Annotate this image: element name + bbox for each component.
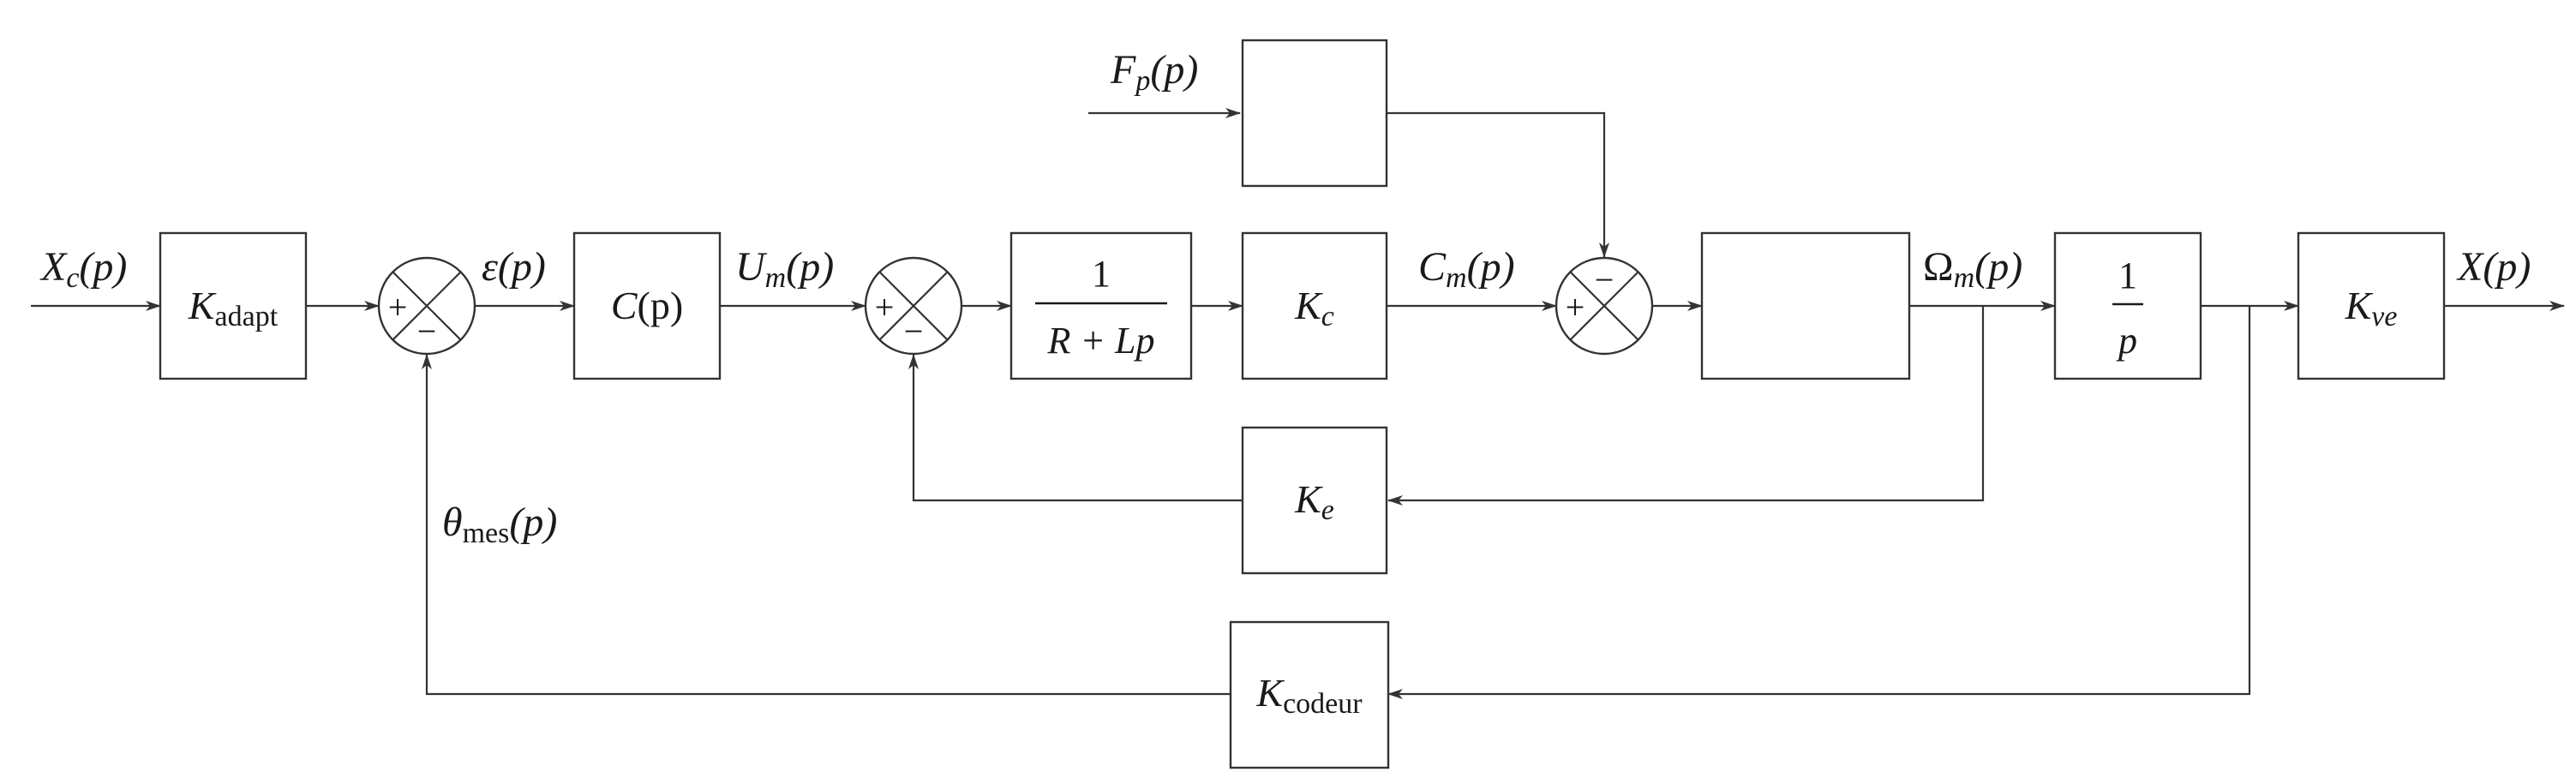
- sum2-minus-sign: −: [904, 312, 924, 350]
- block-electrical: 1 R + Lp: [1009, 231, 1193, 380]
- kadapt-symbol: K: [188, 284, 217, 327]
- ke-symbol: K: [1294, 477, 1323, 521]
- kve-subscript: ve: [2371, 301, 2397, 332]
- signal-label-um: Um(p): [735, 244, 834, 294]
- kadapt-subscript: adapt: [215, 301, 279, 332]
- wire-omega-ke: [1387, 306, 1985, 506]
- block-kve: Kve: [2297, 231, 2446, 380]
- integrator-numerator: 1: [2118, 254, 2137, 296]
- signal-label-fp: Fp(p): [1110, 47, 1198, 97]
- summing-junction-3: + −: [1555, 256, 1654, 356]
- wire-x-kcodeur: [1387, 306, 2251, 699]
- svg-text:C(p): C(p): [611, 284, 683, 327]
- summing-junction-1: + −: [377, 256, 476, 356]
- signal-label-theta-mes: θmes(p): [442, 500, 557, 549]
- signal-label-cm: Cm(p): [1418, 244, 1515, 294]
- svg-text:Kc: Kc: [1294, 284, 1334, 332]
- electrical-numerator: 1: [1092, 253, 1111, 295]
- cp-symbol: C: [611, 284, 638, 327]
- kcodeur-subscript: codeur: [1283, 688, 1363, 720]
- signal-label-x: X(p): [2456, 244, 2531, 290]
- kcodeur-symbol: K: [1255, 671, 1285, 715]
- wire-fp-s3: [1387, 111, 1609, 258]
- cp-argument: (p): [638, 284, 684, 327]
- sum3-plus-sign: +: [1566, 288, 1585, 326]
- wires: [31, 108, 2565, 699]
- block-ke: Ke: [1241, 426, 1388, 575]
- block-mechanical: [1700, 231, 1911, 380]
- kve-symbol: K: [2345, 284, 2374, 327]
- kc-subscript: c: [1321, 301, 1334, 332]
- block-kadapt: Kadapt: [159, 231, 308, 380]
- wire-ke-s2: [908, 354, 1243, 502]
- signal-label-epsilon: ε(p): [482, 244, 546, 290]
- signal-label-omega-m: Ωm(p): [1923, 244, 2022, 294]
- ke-subscript: e: [1321, 494, 1334, 526]
- kc-symbol: K: [1294, 284, 1323, 327]
- block-kcodeur: Kcodeur: [1229, 620, 1390, 769]
- block-cp: C(p): [572, 231, 722, 380]
- svg-text:Kve: Kve: [2345, 284, 2398, 332]
- svg-text:Kadapt: Kadapt: [188, 284, 279, 332]
- block-integrator: 1 p: [2053, 231, 2202, 380]
- block-fp-transfer: [1241, 39, 1388, 188]
- sum1-plus-sign: +: [388, 288, 408, 326]
- svg-text:Kcodeur: Kcodeur: [1255, 671, 1363, 720]
- sum3-minus-sign: −: [1595, 260, 1614, 299]
- wire-kcodeur-s1: [422, 354, 1231, 696]
- svg-text:Ke: Ke: [1294, 477, 1334, 526]
- sum1-minus-sign: −: [417, 312, 437, 350]
- sum2-plus-sign: +: [875, 288, 895, 326]
- electrical-denominator: R + Lp: [1046, 320, 1154, 362]
- summing-junction-2: + −: [864, 256, 963, 356]
- signal-label-xc: Xc(p): [39, 244, 127, 294]
- integrator-denominator: p: [2116, 320, 2137, 362]
- block-kc: Kc: [1241, 231, 1388, 380]
